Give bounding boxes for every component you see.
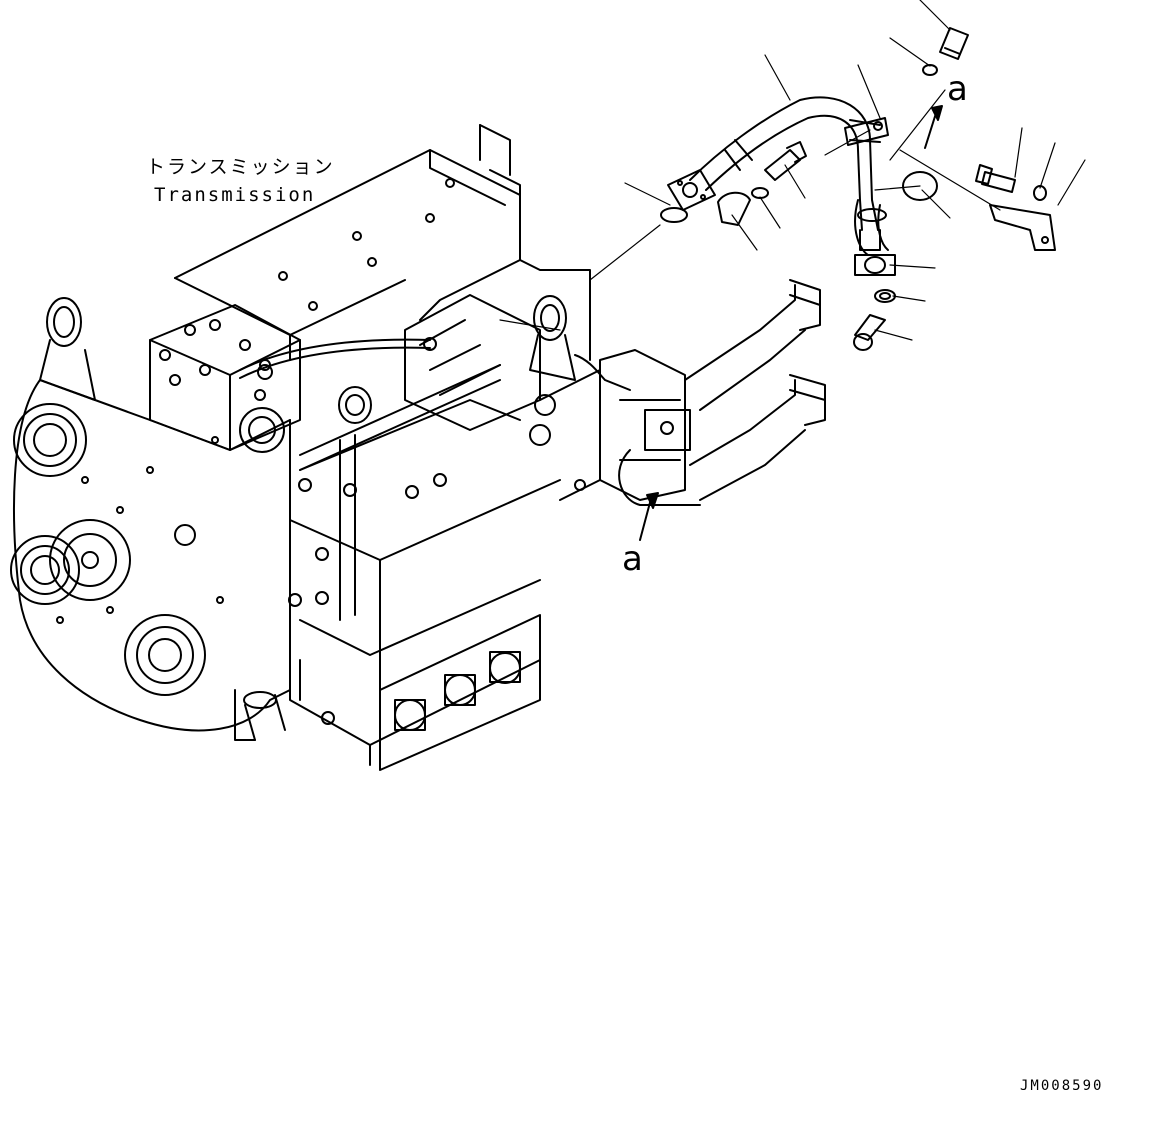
engine-assembly xyxy=(10,124,601,771)
drawing-code: JM008590 xyxy=(1020,1078,1104,1094)
view-marker-a-top: a xyxy=(947,69,968,109)
oil-hose-assembly xyxy=(660,27,1056,351)
view-arrows xyxy=(639,105,943,541)
transmission-label-en: Transmission xyxy=(154,184,316,206)
air-ducts xyxy=(574,279,826,506)
view-marker-a-bottom: a xyxy=(622,539,643,579)
transmission-label-jp: トランスミッション xyxy=(146,156,335,178)
leader-lines xyxy=(499,0,1086,341)
